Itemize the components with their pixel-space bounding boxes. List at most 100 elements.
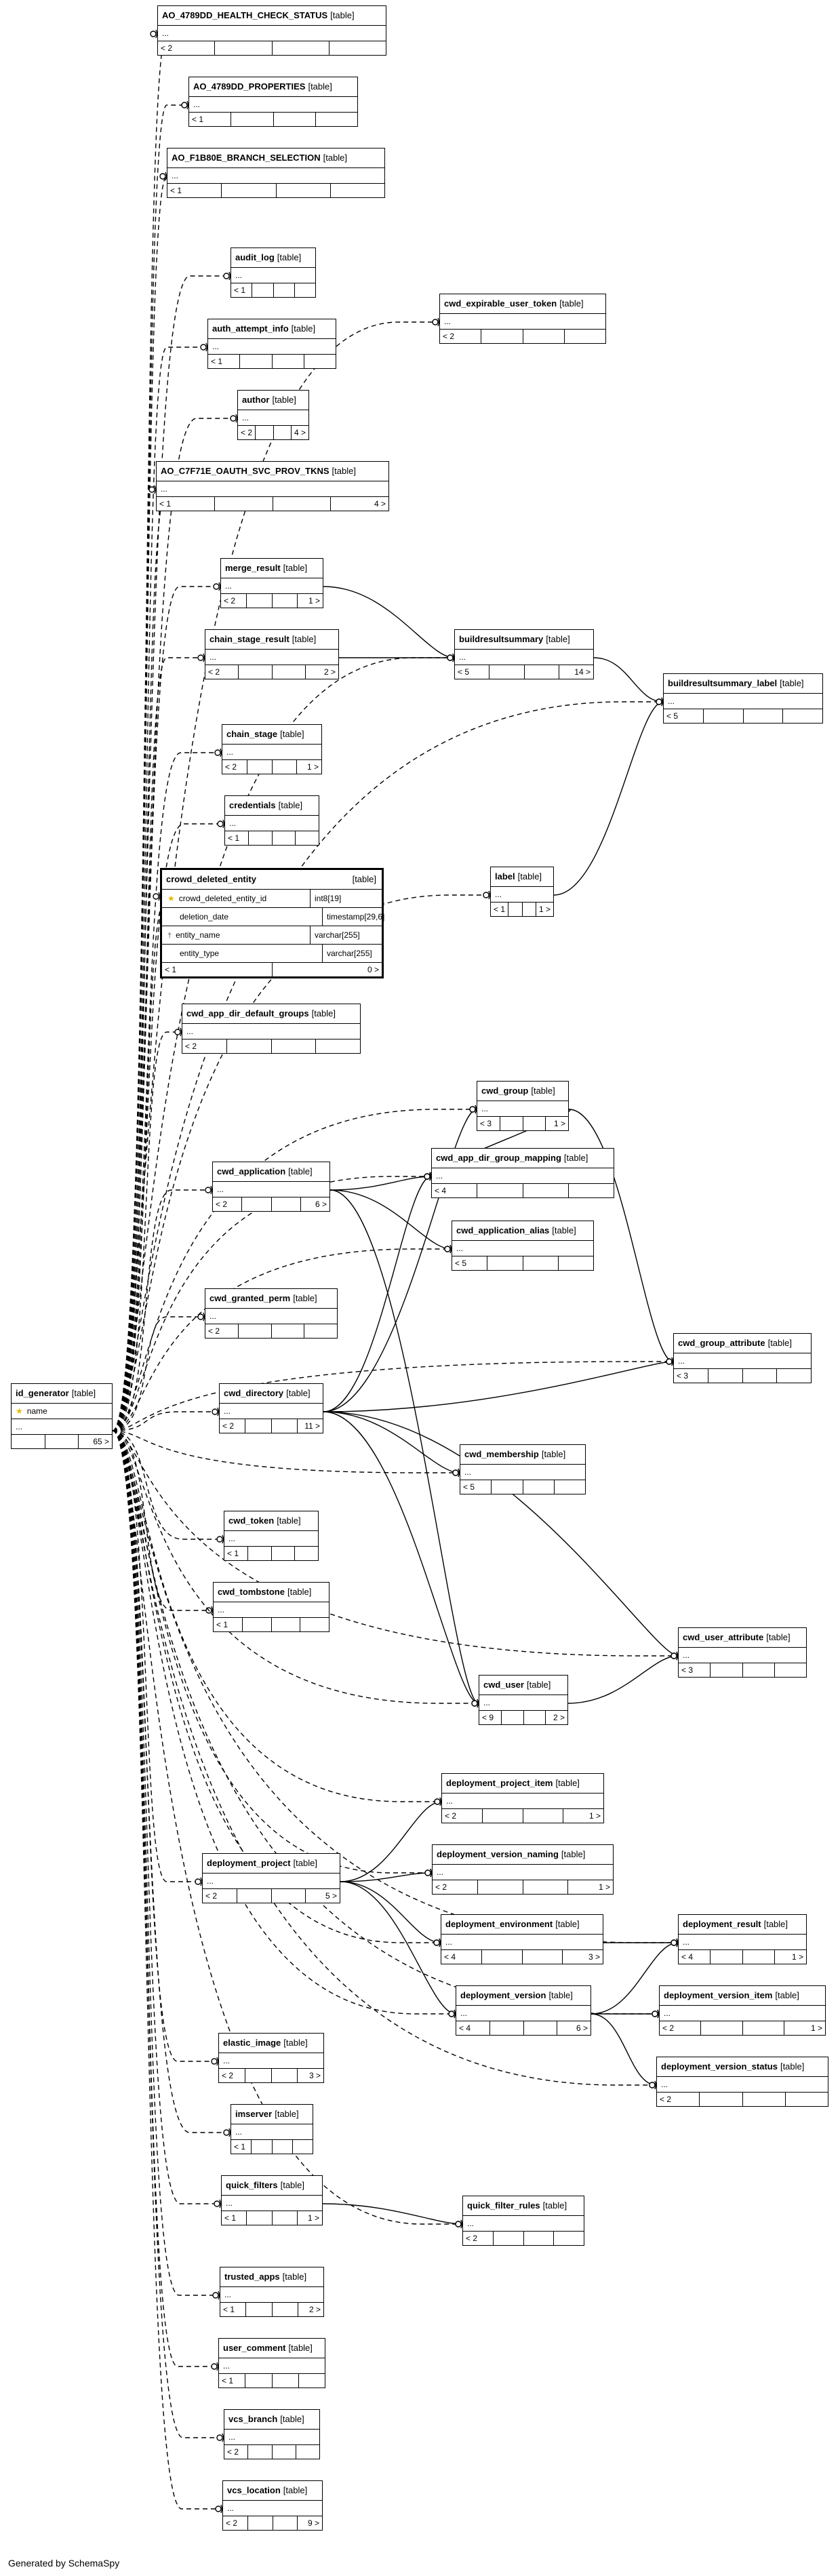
relationship-end-icon — [448, 2010, 455, 2017]
spacer — [273, 2445, 296, 2459]
spacer — [523, 1880, 569, 1894]
table-imserver[interactable]: imserver[table]...< 1 — [231, 2104, 313, 2154]
spacer — [272, 1618, 301, 1631]
relationship-end-icon — [656, 698, 662, 705]
parents-count: < 1 — [224, 1547, 248, 1560]
spacer — [45, 1435, 79, 1448]
table-credentials[interactable]: credentials[table]...< 1 — [224, 795, 319, 846]
relationship-end-icon — [433, 1939, 440, 1946]
relationship-end-icon — [483, 892, 489, 898]
table-cwd-token[interactable]: cwd_token[table]...< 1 — [224, 1511, 319, 1561]
children-count — [304, 355, 336, 368]
parents-count: < 2 — [158, 41, 216, 55]
column-name: name — [26, 1406, 47, 1416]
children-count: 1 > — [598, 1882, 610, 1892]
table-more-row: ... — [442, 1794, 603, 1809]
spacer — [272, 1547, 296, 1560]
relationship-end-icon — [150, 31, 157, 37]
children-count: 1 > — [307, 2213, 319, 2223]
children-count: 3 > — [308, 2071, 321, 2080]
table-ao-4789dd-health-check-status[interactable]: AO_4789DD_HEALTH_CHECK_STATUS[table]...<… — [157, 5, 386, 56]
table-cwd-group-attribute[interactable]: cwd_group_attribute[table]...< 3 — [673, 1333, 812, 1383]
table-name: chain_stage — [226, 729, 278, 739]
table-cwd-app-dir-group-mapping[interactable]: cwd_app_dir_group_mapping[table]...< 4 — [431, 1148, 614, 1198]
implied-relationship-line — [112, 1109, 477, 1431]
implied-relationship-line — [112, 1031, 182, 1431]
table-ao-c7f71e-oauth-svc-prov-tkns[interactable]: AO_C7F71E_OAUTH_SVC_PROV_TKNS[table]...<… — [156, 461, 389, 511]
spacer — [237, 1889, 272, 1903]
table-id-generator[interactable]: id_generator[table] ★name ... 65 > — [11, 1383, 113, 1449]
table-name: cwd_application_alias — [456, 1225, 550, 1235]
table-quick-filter-rules[interactable]: quick_filter_rules[table]...< 2 — [462, 2196, 584, 2246]
table-user-comment[interactable]: user_comment[table]...< 1 — [218, 2338, 325, 2388]
spacer — [523, 1809, 564, 1823]
foreign-key-line — [340, 1801, 442, 1882]
parents-count: < 2 — [657, 2093, 700, 2106]
table-cwd-expirable-user-token[interactable]: cwd_expirable_user_token[table]...< 2 — [439, 294, 606, 344]
table-cwd-application-alias[interactable]: cwd_application_alias[table]...< 5 — [452, 1221, 594, 1271]
table-more-row: ... — [213, 1182, 329, 1197]
spacer — [227, 1039, 272, 1053]
table-auth-attempt-info[interactable]: auth_attempt_info[table]...< 1 — [207, 319, 336, 369]
foreign-key-line — [340, 1881, 456, 2015]
table-ao-f1b80e-branch-selection[interactable]: AO_F1B80E_BRANCH_SELECTION[table]...< 1 — [167, 148, 385, 198]
children-count — [295, 283, 315, 297]
table-audit-log[interactable]: audit_log[table]...< 1 — [231, 247, 316, 298]
table-tag: [table] — [780, 2061, 805, 2072]
table-cwd-granted-perm[interactable]: cwd_granted_perm[table]...< 2 — [205, 1288, 338, 1339]
table-cwd-user-attribute[interactable]: cwd_user_attribute[table]...< 3 — [678, 1627, 807, 1678]
spacer — [743, 2093, 786, 2106]
table-ao-4789dd-properties[interactable]: AO_4789DD_PROPERTIES[table]...< 1 — [188, 77, 358, 127]
spacer — [743, 2021, 784, 2035]
table-cwd-tombstone[interactable]: cwd_tombstone[table]...< 1 — [213, 1582, 329, 1632]
children-count — [331, 184, 384, 197]
spacer — [240, 355, 273, 368]
parents-count: < 4 — [441, 1950, 482, 1964]
relationship-end-icon — [671, 1652, 677, 1659]
children-count — [554, 2232, 584, 2245]
table-cwd-app-dir-default-groups[interactable]: cwd_app_dir_default_groups[table]...< 2 — [182, 1004, 361, 1054]
table-name: deployment_version_item — [664, 1990, 773, 2000]
table-tag: [table] — [775, 1990, 799, 2000]
table-name: deployment_project_item — [446, 1778, 553, 1788]
table-deployment-version-status[interactable]: deployment_version_status[table]...< 2 — [656, 2057, 828, 2107]
table-crowd-deleted-entity[interactable]: crowd_deleted_entity[table] ★crowd_delet… — [160, 868, 384, 978]
table-tag: [table] — [293, 1858, 317, 1868]
spacer — [478, 1880, 523, 1894]
parents-count: < 2 — [222, 760, 247, 774]
table-vcs-branch[interactable]: vcs_branch[table]...< 2 — [224, 2409, 320, 2459]
column-row: ★name — [12, 1404, 112, 1419]
table-more-row: ... — [664, 694, 822, 709]
table-tag: [table] — [277, 252, 302, 262]
implied-relationship-line — [112, 1430, 460, 1473]
implied-relationship-line — [112, 1361, 673, 1431]
table-more-row: ... — [219, 2358, 325, 2374]
table-cwd-membership[interactable]: cwd_membership[table]...< 5 — [460, 1444, 586, 1494]
relationship-end-icon — [452, 1469, 459, 1476]
table-more-row: ... — [205, 1309, 337, 1324]
table-name: deployment_environment — [445, 1919, 553, 1929]
table-buildresultsummary-label[interactable]: buildresultsummary_label[table]...< 5 — [663, 673, 823, 724]
